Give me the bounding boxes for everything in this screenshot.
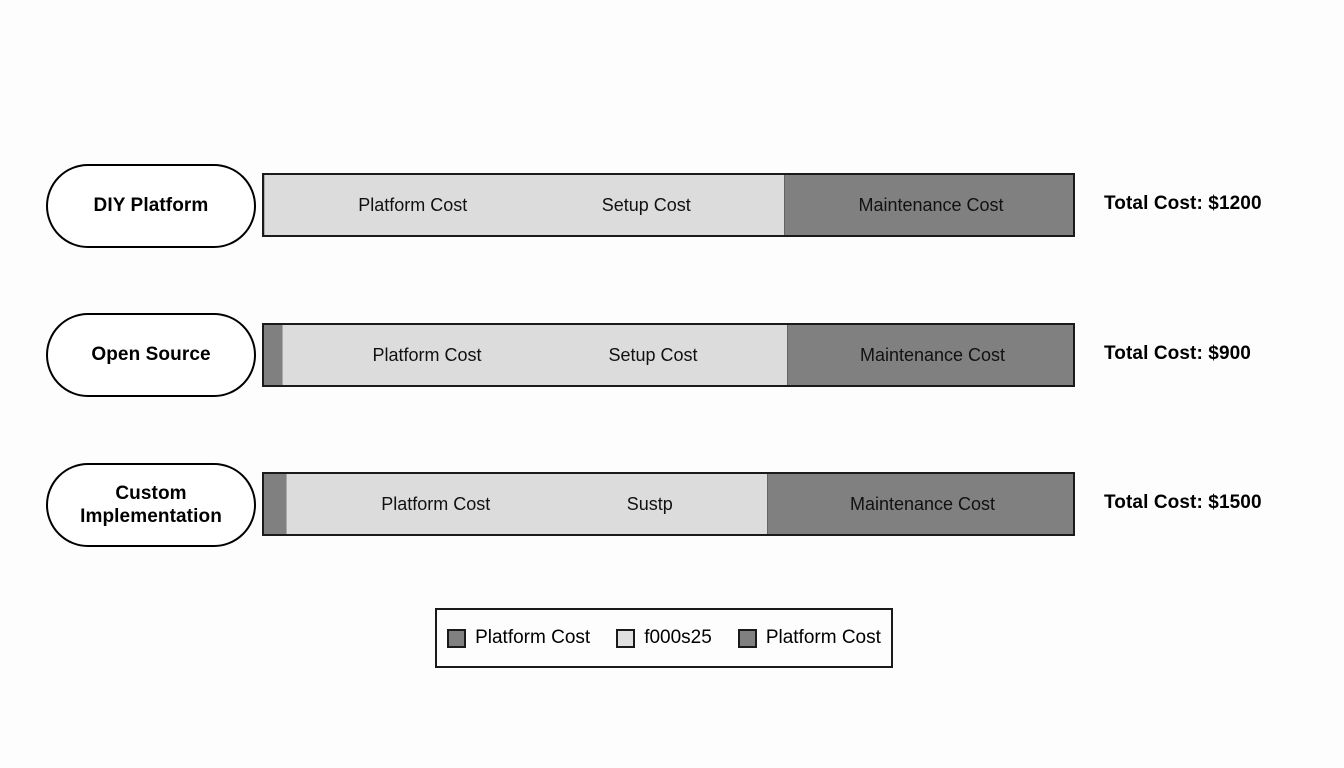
category-pill-label: Open Source — [91, 344, 211, 366]
bar-segment-label-sustp: Sustp — [626, 493, 673, 514]
bar-segment-label-platform-cost: Platform Cost — [358, 194, 468, 215]
bar-segment-platform-cost[interactable] — [264, 325, 282, 385]
bar-segment-label: Maintenance Cost — [849, 493, 996, 514]
legend-item-label: f000s25 — [644, 627, 712, 648]
bar-segment-label-platform-cost: Platform Cost — [381, 493, 491, 514]
stacked-bar-diy-platform[interactable]: Platform Cost Setup Cost Maintenance Cos… — [262, 173, 1075, 237]
legend-swatch-icon — [616, 628, 636, 648]
bar-segment-label-setup-cost: Setup Cost — [608, 344, 698, 365]
stacked-bar-open-source[interactable]: Platform Cost Setup Cost Maintenance Cos… — [262, 323, 1075, 387]
legend-item[interactable]: f000s25 — [616, 627, 712, 649]
bar-segment-label: Maintenance Cost — [859, 344, 1006, 365]
category-pill-label: Custom Implementation — [80, 482, 222, 527]
bar-segment-label: Maintenance Cost — [858, 194, 1004, 215]
category-pill-custom-implementation[interactable]: Custom Implementation — [46, 463, 256, 547]
total-cost-label-custom-implementation: Total Cost: $1500 — [1104, 492, 1262, 513]
bar-segment-maintenance-cost[interactable]: Maintenance Cost — [784, 175, 1073, 235]
category-pill-open-source[interactable]: Open Source — [46, 313, 256, 397]
bar-segment-maintenance-cost[interactable]: Maintenance Cost — [787, 325, 1073, 385]
bar-segment-platform-cost[interactable] — [264, 474, 286, 534]
bar-segment-setup-cost[interactable]: Platform Cost Setup Cost — [264, 175, 784, 235]
category-pill-diy-platform[interactable]: DIY Platform — [46, 164, 256, 248]
legend-item-label: Platform Cost — [475, 627, 591, 648]
legend-swatch-icon — [447, 628, 467, 648]
total-cost-label-open-source: Total Cost: $900 — [1104, 343, 1251, 364]
legend-item[interactable]: Platform Cost — [447, 627, 590, 649]
bar-segment-setup-cost[interactable]: Platform Cost Setup Cost — [282, 325, 787, 385]
bar-segment-setup-cost[interactable]: Platform Cost Sustp — [286, 474, 767, 534]
bar-segment-label-setup-cost: Setup Cost — [601, 194, 691, 215]
category-pill-label: DIY Platform — [93, 195, 209, 217]
stacked-bar-custom-implementation[interactable]: Platform Cost Sustp Maintenance Cost — [262, 472, 1075, 536]
bar-segment-maintenance-cost[interactable]: Maintenance Cost — [767, 474, 1073, 534]
total-cost-label-diy-platform: Total Cost: $1200 — [1104, 193, 1262, 214]
legend-item-label: Platform Cost — [765, 627, 881, 648]
bar-segment-label-platform-cost: Platform Cost — [372, 344, 482, 365]
legend-swatch-icon — [737, 628, 757, 648]
legend-item[interactable]: Platform Cost — [737, 627, 881, 649]
chart-legend: Platform Cost f000s25 Platform Cost — [435, 608, 893, 668]
